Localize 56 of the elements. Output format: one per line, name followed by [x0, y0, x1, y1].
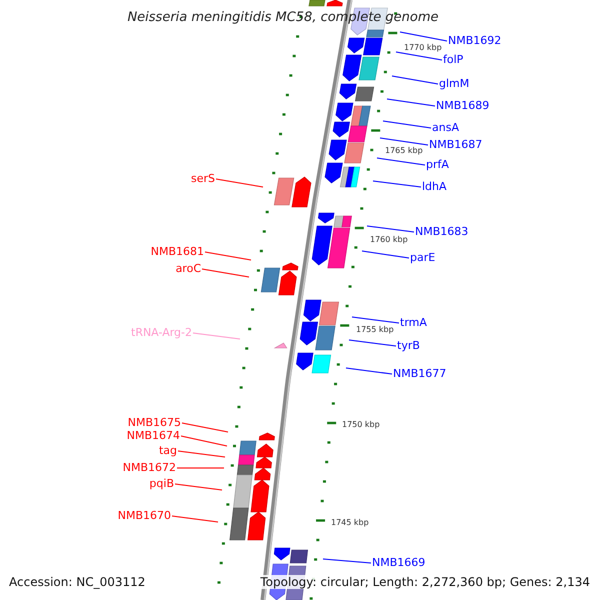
- gene-label: NMB1672: [122, 462, 176, 474]
- scale-label: 1755 kbp: [356, 325, 394, 334]
- gene-label: NMB1681: [150, 246, 204, 258]
- gene-label: glmM: [439, 78, 470, 90]
- leader-line: [366, 226, 414, 232]
- leader-line: [346, 368, 392, 374]
- gene-label: NMB1687: [429, 139, 482, 151]
- gene-label: parE: [410, 252, 436, 264]
- scale-label: 1760 kbp: [370, 235, 408, 244]
- leader-line: [372, 180, 422, 188]
- leader-line: [396, 52, 442, 60]
- leader-line: [382, 120, 432, 128]
- gene-label: tRNA-Arg-2: [131, 327, 192, 339]
- leader-line: [174, 484, 222, 490]
- gene-label: NMB1677: [393, 368, 446, 380]
- scale-label: 1750 kbp: [342, 420, 380, 429]
- leader-line: [204, 252, 252, 260]
- gene-label: ansA: [432, 122, 459, 134]
- gene-label: NMB1683: [415, 226, 468, 238]
- gene-label: NMB1674: [126, 430, 180, 442]
- leader-line: [180, 436, 228, 446]
- gene-label: NMB1675: [128, 417, 181, 429]
- leader-line: [322, 558, 372, 564]
- leader-line: [392, 76, 438, 84]
- leader-line: [348, 340, 396, 346]
- leader-line: [380, 138, 428, 146]
- footer-text: Accession: NC_003112: [9, 575, 146, 589]
- footer-text: Topology: circular; Length: 2,272,360 bp; Genes: 2,134: [260, 575, 590, 589]
- scale-label: 1765 kbp: [385, 146, 423, 154]
- gene-label: NMB1670: [118, 510, 171, 522]
- leader-line: [216, 178, 264, 188]
- gene-label: ldhA: [422, 181, 447, 193]
- leader-line: [178, 450, 226, 458]
- gene-label: NMB1689: [436, 100, 490, 112]
- leader-line: [182, 422, 228, 432]
- gene-label: NMB1692: [448, 35, 502, 47]
- gene-label: pqiB: [149, 478, 174, 490]
- leader-line: [202, 268, 250, 278]
- leader-line: [192, 332, 240, 340]
- gene-label: folP: [443, 54, 464, 66]
- gene-label: serS: [190, 173, 215, 185]
- scale-label: 1770 kbp: [404, 42, 442, 52]
- leader-line: [172, 516, 218, 522]
- scale-label: 1745 kbp: [331, 518, 369, 527]
- leader-line: [386, 98, 436, 106]
- gene-label: aroC: [176, 263, 201, 275]
- gene-label: trmA: [400, 317, 427, 329]
- gene-label: tag: [158, 445, 177, 457]
- leader-line: [362, 250, 410, 258]
- title: Neisseria meningitidis MC58, complete genome: [126, 10, 440, 25]
- leader-line: [352, 316, 400, 324]
- gene-label: prfA: [426, 159, 449, 171]
- leader-line: [376, 158, 426, 166]
- gene-label: tyrB: [397, 340, 420, 352]
- gene-label: NMB1669: [372, 557, 426, 569]
- leader-line: [400, 32, 448, 42]
